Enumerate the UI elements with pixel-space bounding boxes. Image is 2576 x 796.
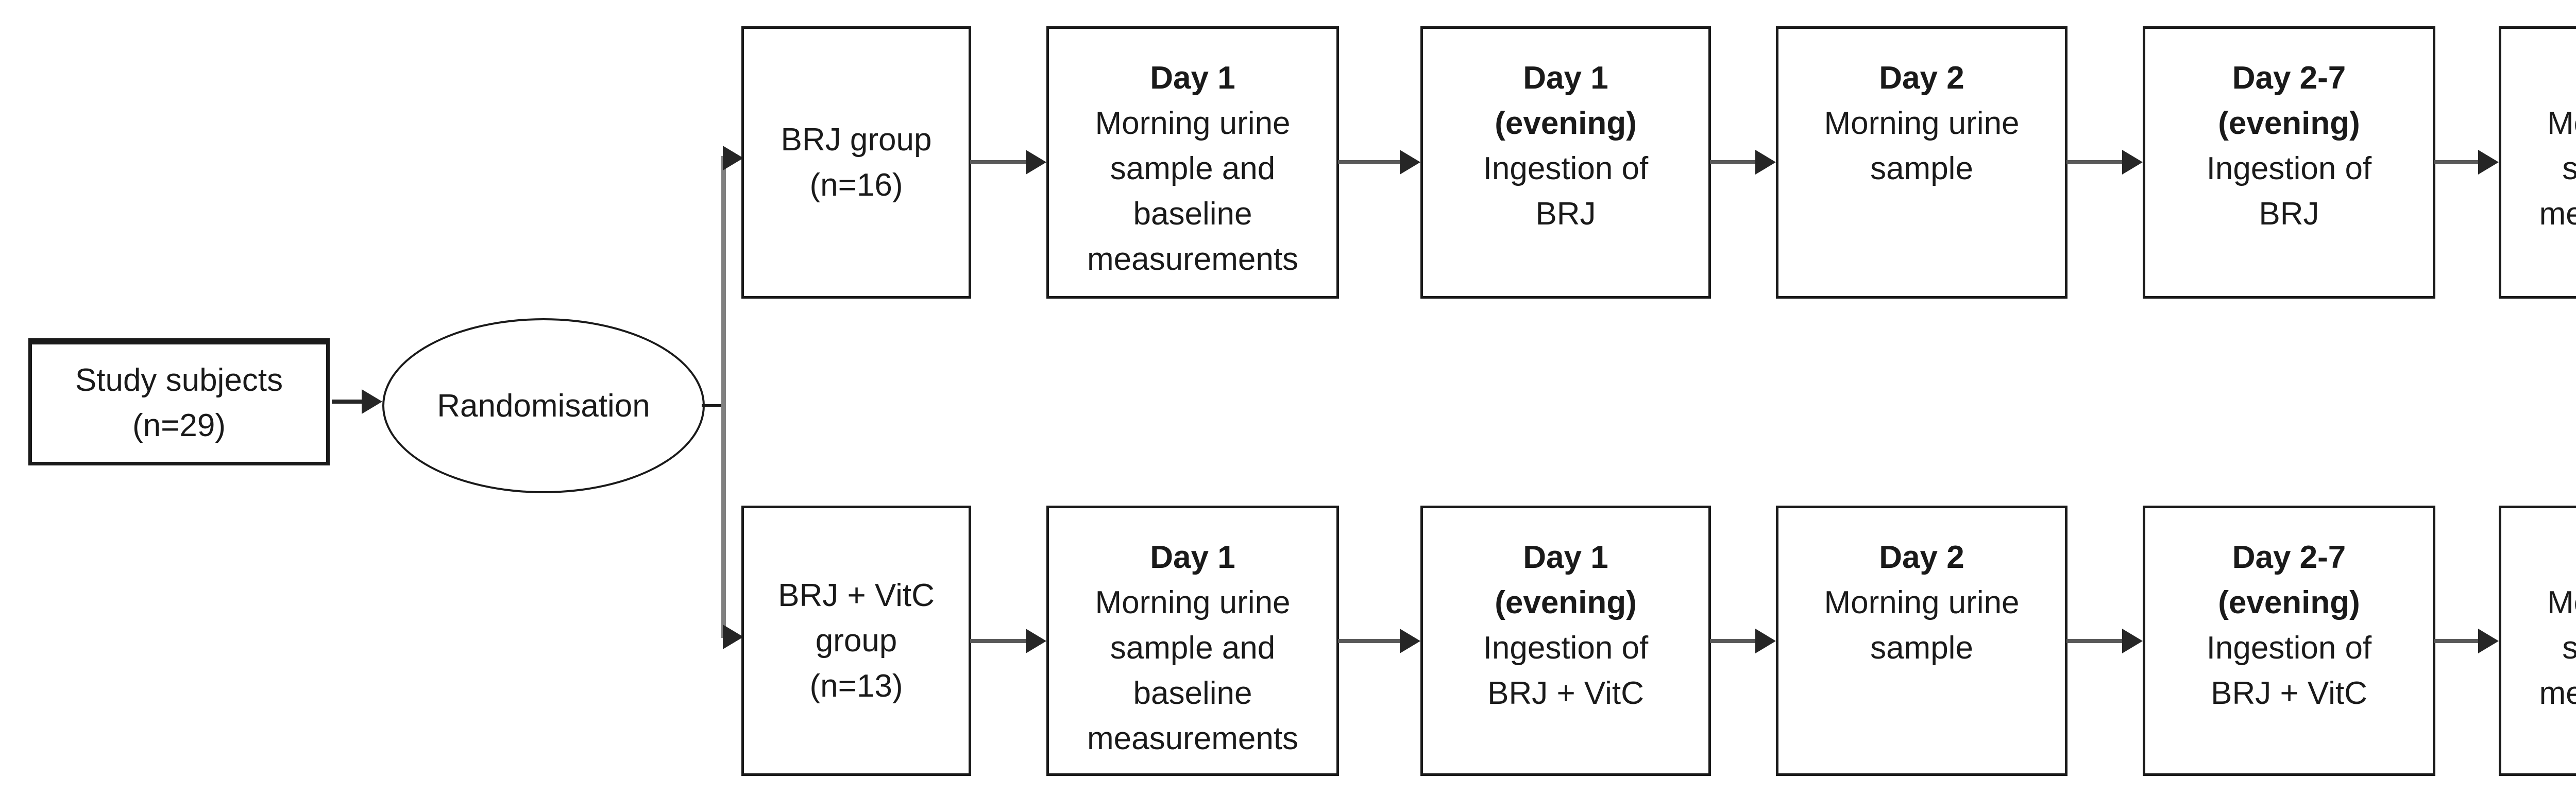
- arrow-shaft: [2066, 160, 2122, 164]
- branch-stub-line: [702, 404, 723, 407]
- box-line: baseline: [1133, 196, 1252, 232]
- arrow-shaft: [2066, 639, 2122, 643]
- bottom-row-box-day1-baseline: Day 1 Morning urine sample and baseline …: [1046, 506, 1339, 776]
- arrowhead-icon: [1400, 150, 1420, 175]
- box-line: sample: [1870, 630, 1973, 666]
- study-subjects-count: (n=29): [132, 408, 226, 443]
- box-line: Ingestion of: [1483, 630, 1649, 666]
- box-line: Morning urine: [2547, 585, 2576, 620]
- arrowhead-icon: [723, 146, 743, 170]
- box-line: Day 1: [1523, 60, 1608, 96]
- box-line: Day 2-7: [2232, 60, 2346, 96]
- arrowhead-icon: [2122, 150, 2143, 175]
- box-line: BRJ group: [781, 122, 932, 158]
- box-line: measurements: [2539, 196, 2576, 232]
- randomisation-ellipse: Randomisation: [382, 318, 705, 493]
- top-row-box-day1-ingestion: Day 1 (evening) Ingestion of BRJ: [1420, 26, 1711, 299]
- box-line: sample and: [1110, 151, 1276, 186]
- arrowhead-icon: [1026, 150, 1046, 175]
- box-line: Morning urine: [1824, 585, 2020, 620]
- box-line: Ingestion of: [2206, 151, 2372, 186]
- box-line: BRJ: [1535, 196, 1596, 232]
- bottom-row-box-day2-7-ingestion: Day 2-7 (evening) Ingestion of BRJ + Vit…: [2143, 506, 2435, 776]
- arrow-shaft: [2434, 160, 2478, 164]
- arrowhead-icon: [1755, 150, 1776, 175]
- box-line: group: [815, 622, 897, 659]
- randomisation-label: Randomisation: [437, 388, 650, 424]
- arrowhead-icon: [362, 389, 382, 414]
- box-line: sample and: [2562, 630, 2576, 666]
- box-line: Morning urine: [1095, 106, 1291, 141]
- box-line: sample: [1870, 151, 1973, 186]
- box-line: BRJ + VitC: [1487, 676, 1644, 711]
- box-line: Ingestion of: [2206, 630, 2372, 666]
- arrowhead-icon: [1026, 629, 1046, 653]
- bottom-row-box-day2-sample: Day 2 Morning urine sample: [1776, 506, 2067, 776]
- box-line: Day 1: [1523, 540, 1608, 575]
- arrow-shaft: [2434, 639, 2478, 643]
- box-line: (n=16): [809, 167, 903, 203]
- top-row-box-day1-baseline: Day 1 Morning urine sample and baseline …: [1046, 26, 1339, 299]
- box-line: (n=13): [809, 668, 903, 704]
- arrowhead-icon: [2478, 629, 2499, 653]
- arrowhead-icon: [2122, 629, 2143, 653]
- box-line: Morning urine: [1824, 106, 2020, 141]
- box-line: BRJ + VitC: [778, 577, 935, 613]
- arrowhead-icon: [2478, 150, 2499, 175]
- box-line: Day 2-7: [2232, 540, 2346, 575]
- box-line: Morning urine: [1095, 585, 1291, 620]
- arrow-shaft: [1710, 160, 1755, 164]
- box-line: measurements: [2539, 676, 2576, 711]
- box-line: measurements: [1087, 721, 1299, 756]
- box-line: (evening): [2218, 585, 2360, 620]
- box-line: Day 2: [1879, 60, 1964, 96]
- arrow-shaft: [970, 639, 1026, 643]
- top-row-box-brj-group: BRJ group (n=16): [741, 26, 971, 299]
- box-line: (evening): [1495, 585, 1637, 620]
- study-subjects-box: Study subjects (n=29): [28, 338, 330, 465]
- box-line: measurements: [1087, 241, 1299, 277]
- box-line: Day 2: [1879, 540, 1964, 575]
- box-line: BRJ + VitC: [2211, 676, 2367, 711]
- arrow-shaft: [970, 160, 1026, 164]
- box-line: Day 1: [1150, 60, 1235, 96]
- arrow-shaft: [1338, 639, 1400, 643]
- bottom-row-box-brj-vitc-group: BRJ + VitC group (n=13): [741, 506, 971, 776]
- box-line: Day 1: [1150, 540, 1235, 575]
- arrow-shaft: [1338, 160, 1400, 164]
- arrowhead-icon: [723, 625, 743, 649]
- arrowhead-icon: [1400, 629, 1420, 653]
- bottom-row-box-day8-measurements: Day 8 Morning urine sample and measureme…: [2499, 506, 2576, 776]
- box-line: baseline: [1133, 676, 1252, 711]
- box-line: sample and: [1110, 630, 1276, 666]
- box-line: (evening): [1495, 106, 1637, 141]
- arrow-shaft: [332, 400, 364, 404]
- top-row-box-day2-7-ingestion: Day 2-7 (evening) Ingestion of BRJ: [2143, 26, 2435, 299]
- arrowhead-icon: [1755, 629, 1776, 653]
- box-line: (evening): [2218, 106, 2360, 141]
- arrow-shaft: [1710, 639, 1755, 643]
- top-row-box-day2-sample: Day 2 Morning urine sample: [1776, 26, 2067, 299]
- bottom-row-box-day1-ingestion: Day 1 (evening) Ingestion of BRJ + VitC: [1420, 506, 1711, 776]
- box-line: Ingestion of: [1483, 151, 1649, 186]
- box-line: Morning urine: [2547, 106, 2576, 141]
- box-line: BRJ: [2259, 196, 2319, 232]
- study-subjects-label: Study subjects: [75, 362, 283, 398]
- branch-vertical-line: [721, 156, 726, 638]
- top-row-box-day8-measurements: Day 8 Morning urine sample and measureme…: [2499, 26, 2576, 299]
- box-line: sample and: [2562, 151, 2576, 186]
